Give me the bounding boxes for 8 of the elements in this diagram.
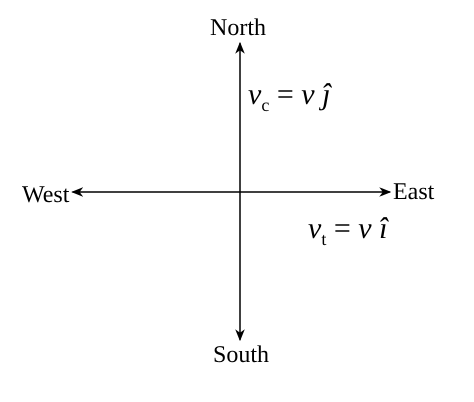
- velocity-equation: v$_{t}$ = v î: [308, 212, 388, 250]
- direction-label: South: [213, 343, 270, 367]
- double-arrow: [71, 187, 392, 197]
- double-arrow: [235, 42, 245, 342]
- direction-label: East: [393, 180, 434, 204]
- velocity-equation: v$_{c}$ = v ĵ: [248, 78, 330, 116]
- direction-label: West: [22, 183, 70, 207]
- direction-label: North: [210, 16, 266, 40]
